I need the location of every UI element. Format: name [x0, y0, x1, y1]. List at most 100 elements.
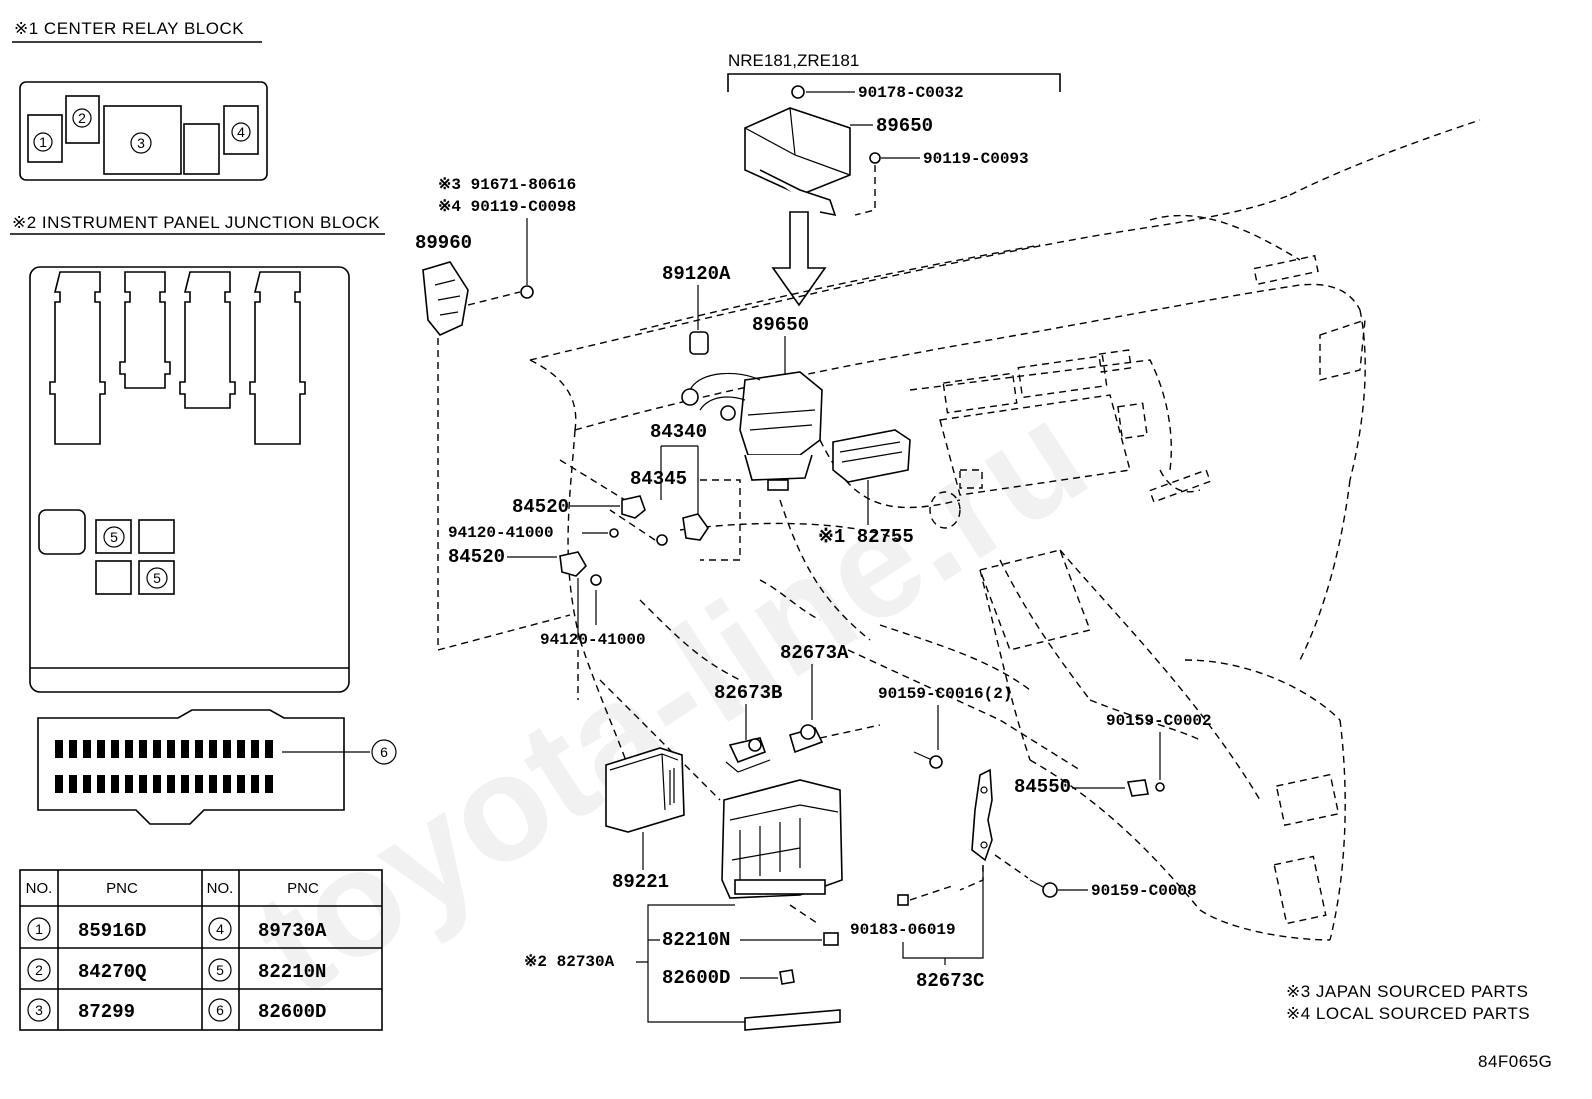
callout-89120a: 89120A: [662, 263, 731, 285]
table-row-2-pnc-right: 82210N: [258, 961, 326, 983]
table-header-pnc-right: PNC: [287, 880, 319, 897]
bracket-82673c-part: [971, 768, 993, 862]
connector-pin: [153, 775, 161, 793]
callout-82673c: 82673C: [916, 970, 984, 992]
connector-pin: [125, 775, 133, 793]
connector-pin: [223, 775, 231, 793]
connector-pin: [83, 740, 91, 758]
connector-pin: [251, 775, 259, 793]
slot-3-label: 3: [137, 135, 145, 151]
connector-pin: [125, 740, 133, 758]
callout-84345: 84345: [630, 468, 687, 490]
callout-82755: ※1 82755: [818, 526, 914, 548]
table-row-1-no-left: 1: [35, 921, 43, 937]
callout-84340: 84340: [650, 421, 707, 443]
center-relay-block-inset: 1 2 3 4: [19, 81, 268, 181]
table-header-pnc-left: PNC: [106, 880, 138, 897]
connector-pin: [195, 775, 203, 793]
junction-block-82730a-part: [721, 779, 843, 899]
switch-84340-part: [682, 513, 709, 541]
connector-pin: [97, 740, 105, 758]
note-japan-sourced: ※3 JAPAN SOURCED PARTS: [1286, 982, 1529, 1001]
junction-block-title: ※2 INSTRUMENT PANEL JUNCTION BLOCK: [12, 213, 380, 232]
table-row-1-no-right: 4: [216, 921, 224, 937]
switch-89960-part: [422, 261, 469, 336]
connector-pin: [195, 740, 203, 758]
connector-strip-inset: 6: [37, 709, 397, 825]
bolt-90159-c0008-part: [1042, 882, 1058, 898]
switch-84520-lower-part: [559, 551, 587, 577]
pnc-table: NO. PNC NO. PNC 1 85916D 4 89730A 2 8427…: [19, 869, 383, 1031]
callout-89650-top: 89650: [876, 115, 933, 137]
callout-94120-41000-upper: 94120-41000: [448, 524, 554, 542]
callout-90178-c0032: 90178-C0032: [858, 84, 964, 102]
connector-pin: [111, 775, 119, 793]
clip-90183-part: [897, 894, 909, 906]
connector-pin: [69, 740, 77, 758]
arrow-down-icon: [771, 211, 827, 307]
callout-82730a: ※2 82730A: [524, 953, 615, 971]
callout-82600d: 82600D: [662, 967, 730, 989]
fuse-82600d-part: [779, 969, 795, 985]
connector-pin: [237, 740, 245, 758]
callout-90159-c0002: 90159-C0002: [1106, 712, 1212, 730]
table-row-2-pnc-left: 84270Q: [78, 961, 146, 983]
sensor-89120a-part: [689, 331, 709, 355]
callout-84520-upper: 84520: [512, 496, 569, 518]
callout-82673b: 82673B: [714, 682, 782, 704]
model-range-label: NRE181,ZRE181: [728, 51, 859, 70]
slot-4-label: 4: [237, 124, 245, 140]
slot-5b-label: 5: [153, 570, 161, 586]
connector-pin: [181, 740, 189, 758]
table-row-2-no-left: 2: [35, 962, 43, 978]
table-header-no-right: NO.: [207, 880, 234, 897]
callout-82210n: 82210N: [662, 929, 730, 951]
bolt-90159-c0016-part: [913, 751, 943, 769]
table-row-3-no-left: 3: [35, 1002, 43, 1018]
table-header-no-left: NO.: [26, 880, 53, 897]
callout-89221: 89221: [612, 871, 669, 893]
connector-pin: [167, 740, 175, 758]
connector-pin: [223, 740, 231, 758]
callout-82673a: 82673A: [780, 642, 849, 664]
table-row-3-no-right: 6: [216, 1002, 224, 1018]
ecu-89221-part: [605, 747, 685, 833]
center-relay-block-title: ※1 CENTER RELAY BLOCK: [14, 19, 244, 38]
callout-90159-c0008: 90159-C0008: [1091, 882, 1197, 900]
callout-89960: 89960: [415, 232, 472, 254]
switch-84520-upper-part: [621, 495, 646, 519]
callout-90183-06019: 90183-06019: [850, 921, 956, 939]
connector-pin: [265, 775, 273, 793]
callout-91671-80616: ※3 91671-80616: [438, 176, 576, 194]
connector-pin: [111, 740, 119, 758]
connector-pin: [139, 740, 147, 758]
slot-2-label: 2: [78, 110, 86, 126]
table-row-3-pnc-left: 87299: [78, 1001, 135, 1023]
ecu-89650-part: [681, 371, 823, 491]
relay-82210n-part: [823, 932, 839, 946]
callout-90159-c0016: 90159-C0016(2): [878, 685, 1012, 703]
connector-pin: [69, 775, 77, 793]
connector-pin: [265, 740, 273, 758]
table-row-1-pnc-left: 85916D: [78, 920, 146, 942]
callout-94120-41000-lower: 94120-41000: [540, 631, 646, 649]
dashboard-outline: [529, 119, 1481, 941]
relay-block-82755-part: [832, 429, 911, 483]
slot-1-label: 1: [39, 134, 47, 150]
connector-pin: [181, 775, 189, 793]
callout-84520-lower: 84520: [448, 546, 505, 568]
table-row-3-pnc-right: 82600D: [258, 1001, 326, 1023]
connector-pin: [139, 775, 147, 793]
connector-pin: [251, 740, 259, 758]
connector-pin: [209, 775, 217, 793]
table-row-2-no-right: 5: [216, 962, 224, 978]
callout-90119-c0093: 90119-C0093: [923, 150, 1029, 168]
figure-code: 84F065G: [1478, 1052, 1552, 1071]
connector-pin: [167, 775, 175, 793]
cover-part: [744, 1009, 841, 1031]
connector-pin: [209, 740, 217, 758]
junction-block-inset: 5 5: [29, 266, 350, 693]
connector-pin: [153, 740, 161, 758]
ecu-89650-top-part: [744, 85, 851, 217]
